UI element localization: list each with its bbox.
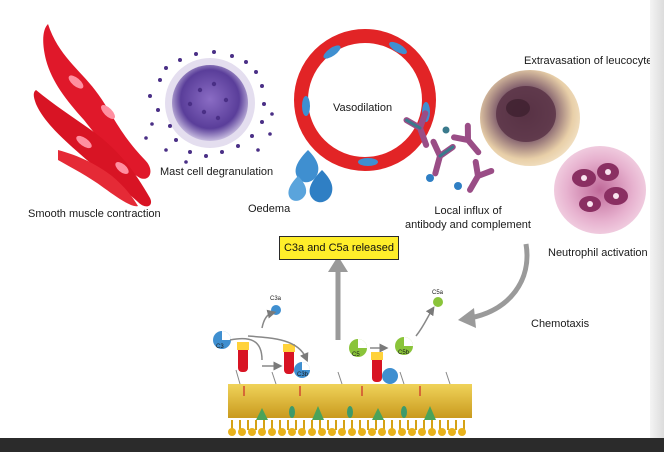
released-box: C3a and C5a released <box>279 236 399 260</box>
oedema-droplets <box>288 150 333 203</box>
chemotaxis-arrow <box>458 243 530 328</box>
bottom-bar <box>0 438 664 452</box>
label-mast-cell: Mast cell degranulation <box>160 166 274 178</box>
label-chemotaxis: Chemotaxis <box>531 318 590 330</box>
label-extravasation: Extravasation of leucocytes <box>524 55 658 67</box>
label-c3a: C3a <box>270 296 282 302</box>
label-c5a: C5a <box>432 290 444 296</box>
complement-molecules <box>213 297 443 384</box>
label-local-influx-line1: Local influx of <box>434 205 502 217</box>
page-edge <box>650 0 664 438</box>
blood-vessel-illustration <box>294 29 436 171</box>
label-c3b: C3b <box>297 372 309 378</box>
release-arrow <box>328 256 348 340</box>
label-oedema: Oedema <box>248 203 291 215</box>
neutrophil-illustration <box>554 146 646 234</box>
label-smooth-muscle: Smooth muscle contraction <box>28 208 161 220</box>
label-c5b: C5b <box>398 350 410 356</box>
cell-membrane <box>228 369 472 436</box>
label-vasodilation: Vasodilation <box>333 102 393 114</box>
label-c3: C3 <box>216 344 224 350</box>
antibody-illustration <box>403 110 495 193</box>
label-c5: C5 <box>352 352 360 358</box>
leucocyte-illustration <box>480 70 580 166</box>
label-neutrophil: Neutrophil activation <box>548 247 648 259</box>
mast-cell-illustration <box>144 50 274 164</box>
smooth-muscle-illustration <box>33 24 152 207</box>
label-local-influx-line2: antibody and complement <box>405 219 531 231</box>
